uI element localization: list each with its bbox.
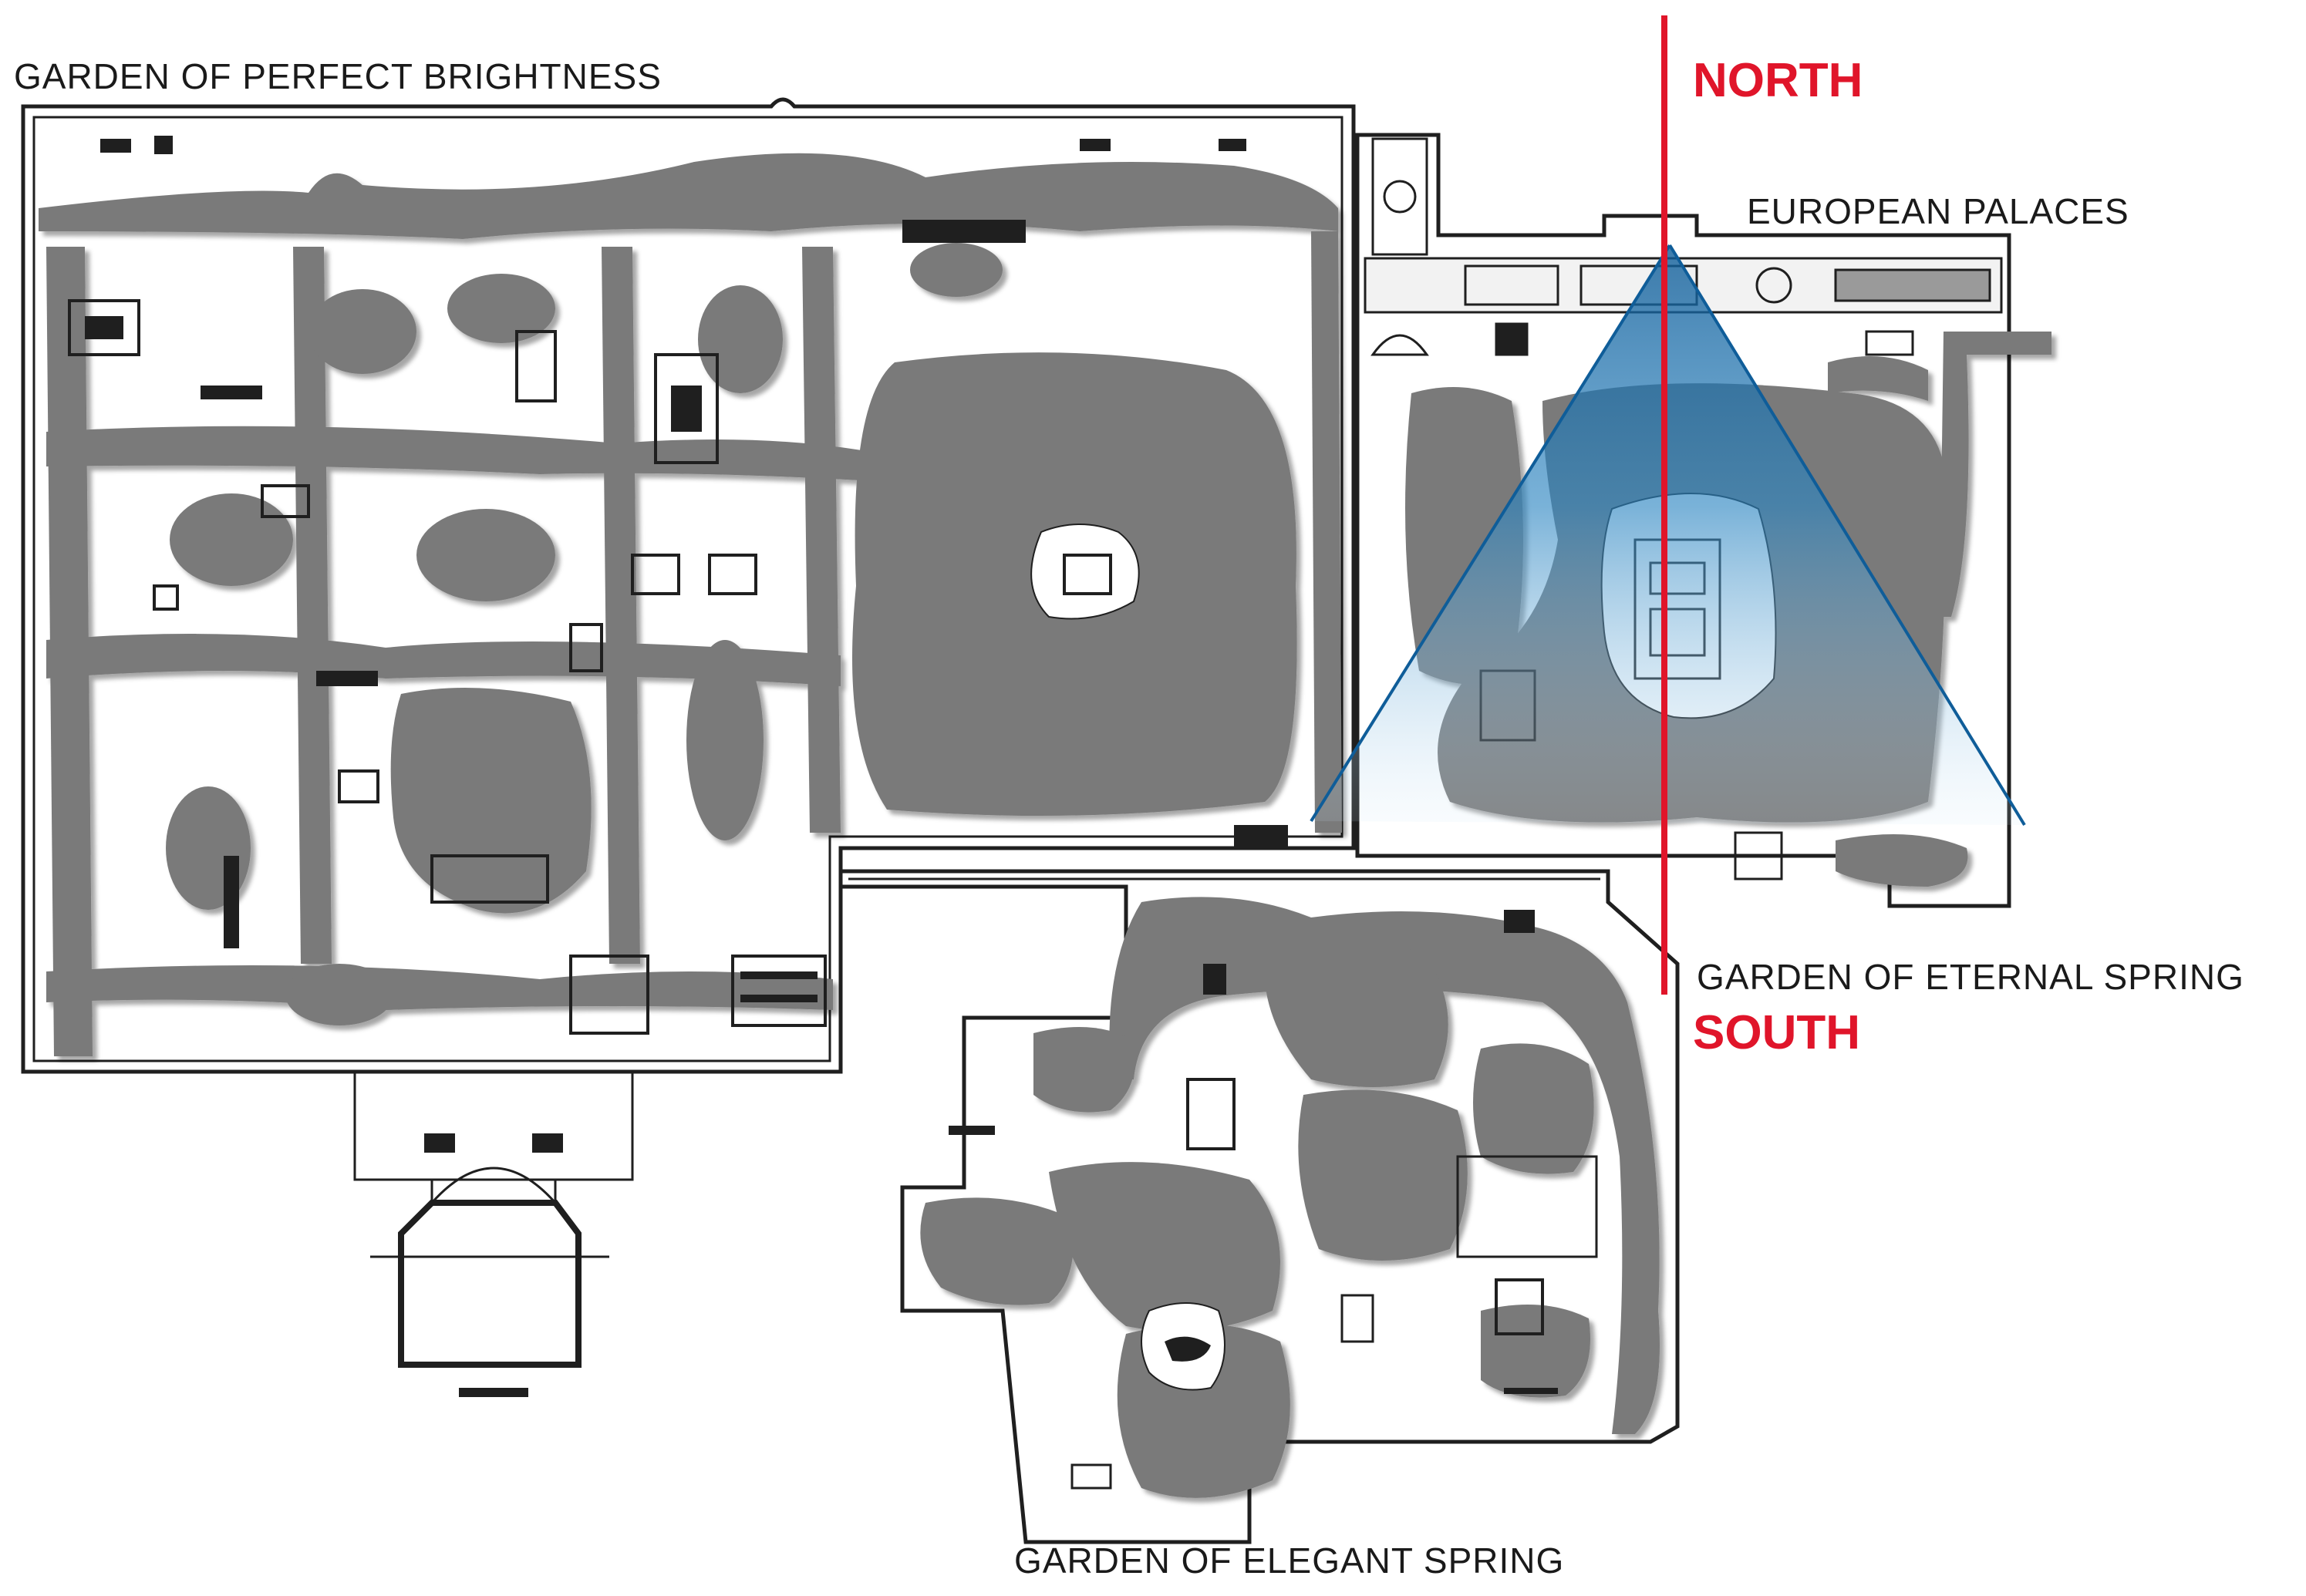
gate-hall xyxy=(398,1200,582,1368)
label-eternal-spring: GARDEN OF ETERNAL SPRING xyxy=(1697,957,2244,997)
european-palaces-details xyxy=(1370,137,1991,356)
label-south: SOUTH xyxy=(1693,1006,1860,1059)
perfect-brightness-buildings xyxy=(68,136,1288,1035)
view-cone xyxy=(1310,244,2026,827)
label-north: NORTH xyxy=(1693,54,1863,107)
label-perfect-brightness: GARDEN OF PERFECT BRIGHTNESS xyxy=(14,56,662,96)
garden-perfect-brightness xyxy=(21,97,1356,1397)
label-european-palaces: EUROPEAN PALACES xyxy=(1747,191,2129,231)
south-gate xyxy=(353,1072,634,1397)
elegant-spring-water xyxy=(920,897,1660,1498)
perfect-brightness-inner-wall xyxy=(32,116,1343,1062)
label-elegant-spring: GARDEN OF ELEGANT SPRING xyxy=(1014,1540,1564,1581)
great-lake-island xyxy=(1030,524,1140,620)
elegant-spring-buildings xyxy=(949,910,1598,1490)
island-pavilion xyxy=(1063,554,1112,595)
garden-elegant-spring xyxy=(838,869,1680,1544)
